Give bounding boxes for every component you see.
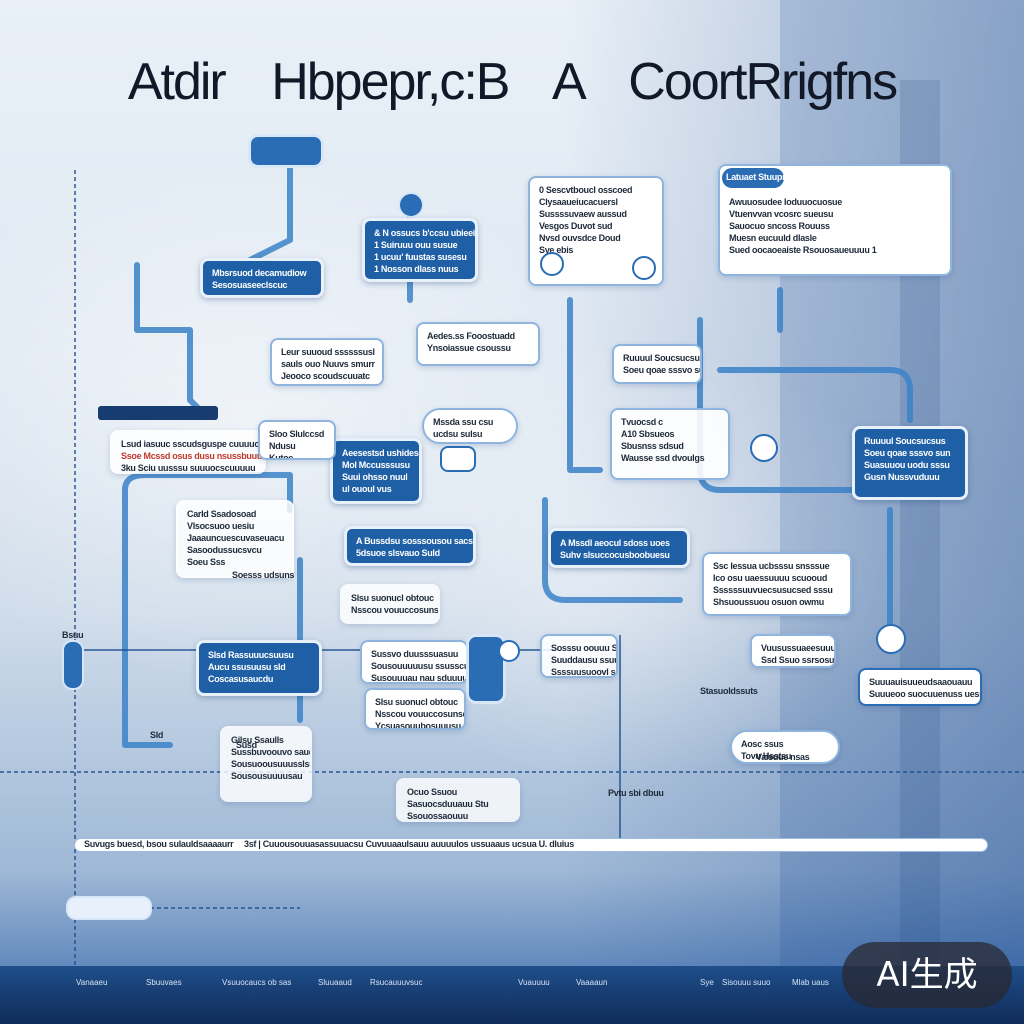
footer-item: Sbuuvaes <box>146 978 182 987</box>
left-device-icon <box>62 640 84 690</box>
phone-icon <box>540 252 564 276</box>
footer-item: Vanaaeu <box>76 978 107 987</box>
mid-bottom-label: Soesss udsuns <box>232 570 294 580</box>
footer-item: Sisouuu suuo <box>722 978 770 987</box>
connector-line <box>720 370 910 420</box>
connector-line <box>125 490 170 745</box>
top-device-icon <box>248 134 324 168</box>
bottom-bar-right-text: 3sf | Cuuousouuasassuuacsu Cuvuuaaulsauu… <box>244 839 574 849</box>
bottom-right-arrow-label: Vaisuue nsas <box>756 752 809 762</box>
footer-item: Rsucauuuvsuc <box>370 978 422 987</box>
footer-item: Mlab uaus <box>792 978 829 987</box>
router-icon <box>440 446 476 472</box>
footer-item: Sye <box>700 978 714 987</box>
connector-line <box>137 265 200 410</box>
sync-icon <box>750 434 778 462</box>
left-small-label: Bsuu <box>62 630 83 640</box>
top-pin-icon <box>398 192 424 218</box>
ai-generated-watermark: AI生成 <box>842 942 1012 1008</box>
connector-line <box>250 160 290 260</box>
connector-line <box>570 300 600 470</box>
footer-item: Vuauuuu <box>518 978 550 987</box>
bottom-left-device-icon <box>66 896 152 920</box>
center-lower-label: Susd <box>236 740 257 750</box>
footer-item: Vaaaaun <box>576 978 607 987</box>
refresh-icon <box>632 256 656 280</box>
card-top-right-header-label: Latuaet Stuupr <box>726 172 785 182</box>
left-small-label-2: Sld <box>150 730 163 740</box>
footer-item: Vsuuocaucs ob sas <box>222 978 291 987</box>
card-lower-right-white: VuusussuaeesuuunusuulSsd Ssuo ssrsosuuuo <box>750 634 836 668</box>
link-icon <box>498 640 520 662</box>
footer-item: Sluuaaud <box>318 978 352 987</box>
card-lower-mid-b: Sosssu oouuu SsussuuSuuddausu ssuulusuSs… <box>540 634 618 678</box>
gear-icon <box>876 624 906 654</box>
bottom-bar-left-text: Suvugs buesd, bsou sulauldsaaaaurr <box>84 839 233 849</box>
left-navy-bar <box>98 406 218 420</box>
right-lower-label: Pvtu sbi dbuu <box>608 788 664 798</box>
tiny-right-label: Stasuoldssuts <box>700 686 758 696</box>
